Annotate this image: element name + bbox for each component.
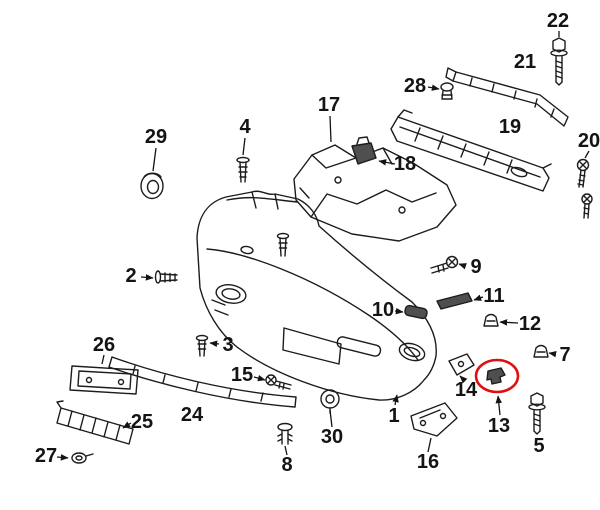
part-8-clip-icon bbox=[277, 422, 293, 445]
part-label-25: 25 bbox=[130, 411, 154, 433]
part-13-clip-icon bbox=[486, 367, 506, 385]
part-label-17: 17 bbox=[317, 94, 341, 116]
part-label-7: 7 bbox=[559, 344, 571, 366]
part-label-5: 5 bbox=[533, 435, 545, 457]
part-7-clip-icon bbox=[533, 344, 549, 358]
part-2-clip-icon bbox=[154, 270, 178, 284]
part-4-clip-icon bbox=[236, 156, 250, 183]
part-30-grommet-icon bbox=[320, 389, 340, 414]
part-label-21: 21 bbox=[513, 51, 537, 73]
part-label-10: 10 bbox=[371, 299, 395, 321]
part-label-9: 9 bbox=[470, 256, 482, 278]
part-10-retainer-icon bbox=[404, 304, 428, 320]
part-11-strip-icon bbox=[436, 292, 473, 310]
part-label-4: 4 bbox=[239, 116, 251, 138]
highlight-ellipse-part-13 bbox=[474, 358, 520, 394]
part-14-bracket-icon bbox=[448, 353, 475, 376]
part-20-screws-icon bbox=[576, 158, 593, 219]
part-label-12: 12 bbox=[518, 313, 542, 335]
part-22-bolt-icon bbox=[550, 37, 568, 86]
part-label-14: 14 bbox=[454, 379, 478, 401]
part-bumper-cover bbox=[196, 190, 437, 401]
part-12-clip-icon bbox=[483, 313, 499, 327]
clip-icon bbox=[276, 232, 290, 257]
part-label-28: 28 bbox=[403, 75, 427, 97]
part-26-bracket-icon bbox=[69, 365, 139, 395]
part-25-bracket-icon bbox=[56, 400, 134, 445]
part-15-screw-icon bbox=[265, 374, 292, 390]
part-label-27: 27 bbox=[34, 445, 58, 467]
part-label-18: 18 bbox=[393, 153, 417, 175]
part-label-30: 30 bbox=[320, 426, 344, 448]
part-reinforcement-bar bbox=[390, 109, 552, 192]
part-28-clip-icon bbox=[440, 82, 454, 100]
part-energy-absorber bbox=[293, 144, 457, 242]
part-label-2: 2 bbox=[125, 265, 137, 287]
leader-lines bbox=[56, 31, 590, 461]
part-16-bracket-icon bbox=[410, 402, 458, 437]
part-label-22: 22 bbox=[546, 10, 570, 32]
part-label-24: 24 bbox=[180, 404, 204, 426]
part-label-19: 19 bbox=[498, 116, 522, 138]
part-label-16: 16 bbox=[416, 451, 440, 473]
part-label-8: 8 bbox=[281, 454, 293, 476]
part-27-clip-icon bbox=[71, 452, 94, 464]
part-5-bolt-icon bbox=[528, 392, 546, 435]
part-label-13: 13 bbox=[487, 415, 511, 437]
part-label-3: 3 bbox=[222, 334, 234, 356]
part-label-29: 29 bbox=[144, 126, 168, 148]
part-9-screw-icon bbox=[430, 255, 459, 274]
part-label-26: 26 bbox=[92, 334, 116, 356]
part-label-1: 1 bbox=[388, 405, 400, 427]
part-29-grommet-icon bbox=[140, 172, 164, 200]
part-label-11: 11 bbox=[483, 285, 505, 307]
part-label-20: 20 bbox=[577, 130, 600, 152]
part-18-bracket bbox=[351, 136, 377, 165]
part-retainer-bar bbox=[445, 67, 569, 127]
part-label-15: 15 bbox=[230, 364, 254, 386]
part-3-clip-icon bbox=[195, 334, 209, 357]
